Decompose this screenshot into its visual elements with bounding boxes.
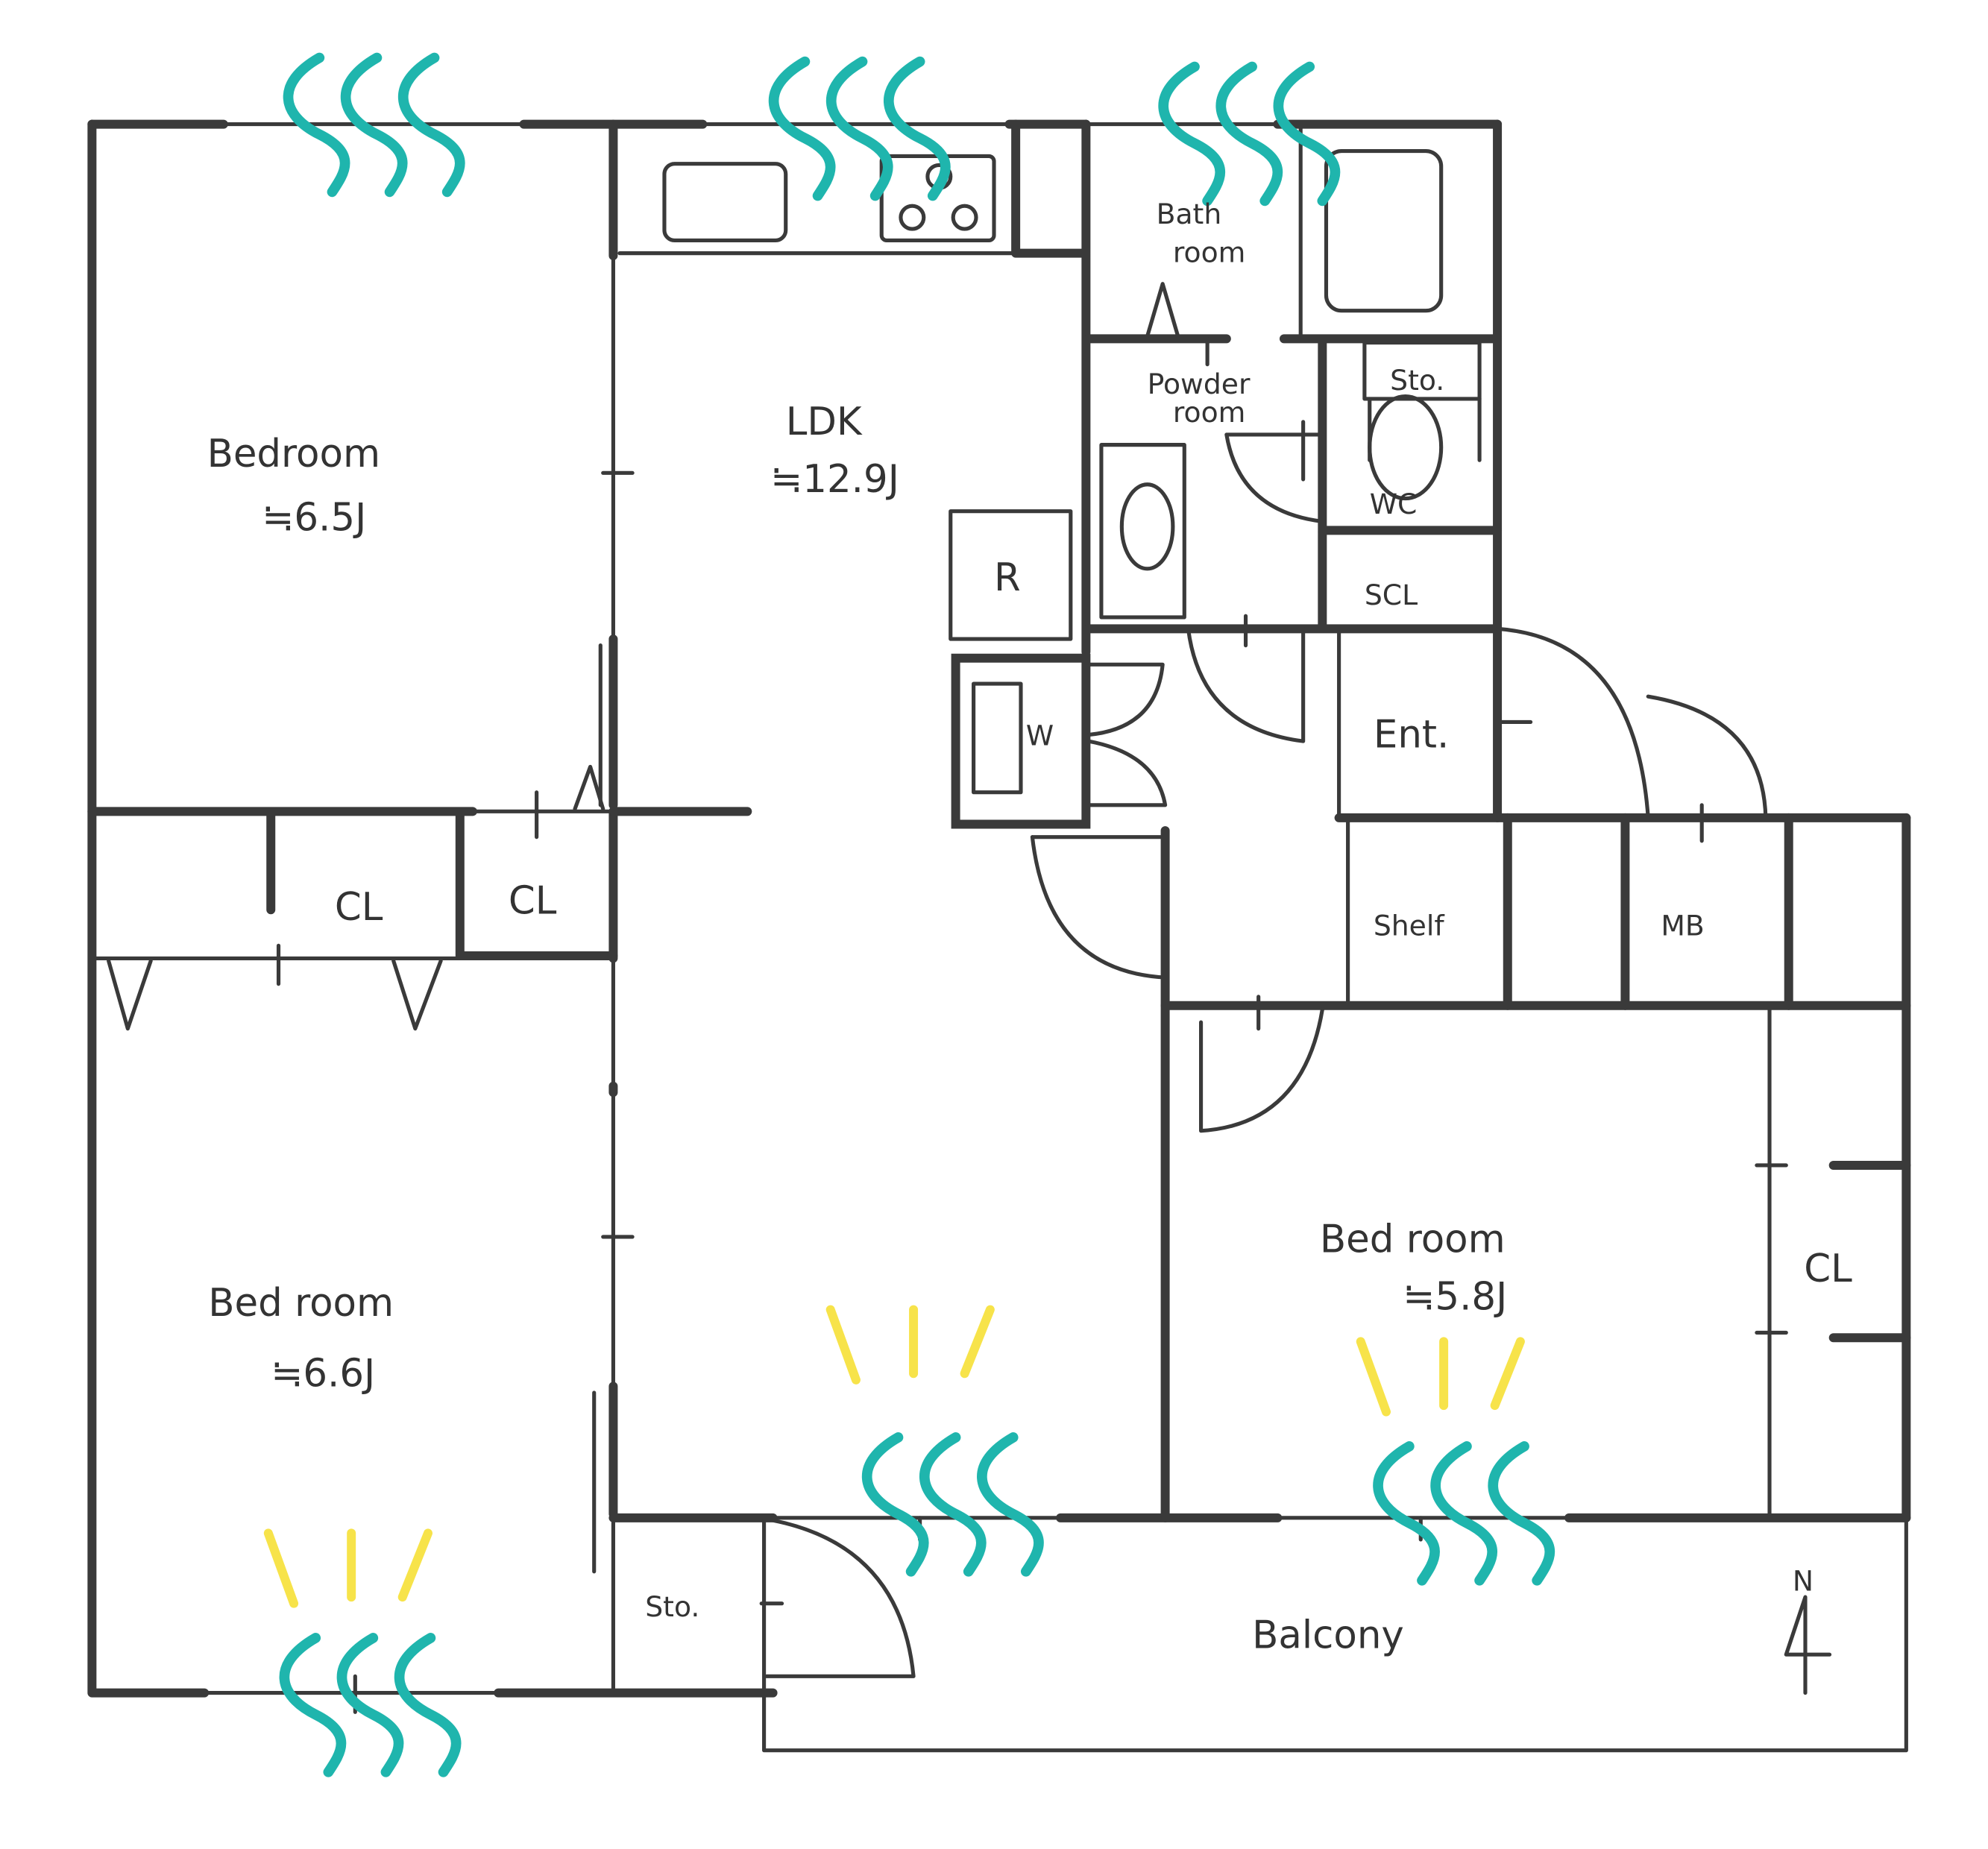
wind-wave-icon xyxy=(825,56,893,201)
bedroom-se-area: ≒5.8J xyxy=(1403,1275,1507,1320)
compass: N xyxy=(1784,1565,1832,1695)
entrance-label: Ent. xyxy=(1374,713,1450,757)
sunlight-ray-icon xyxy=(1490,1337,1525,1411)
walls xyxy=(87,119,1911,1753)
wind-wave-icon xyxy=(884,56,951,201)
toilet xyxy=(1368,394,1444,501)
sunlight-ray-icon xyxy=(960,1305,995,1379)
wc-label: WC xyxy=(1370,488,1418,520)
closet-label-2: CL xyxy=(509,878,557,923)
sunlight-ray-icon xyxy=(397,1528,432,1602)
bedroom-sw-name: Bed room xyxy=(208,1281,394,1326)
wind-wave-icon xyxy=(279,1633,347,1777)
wind-wave-icon xyxy=(1373,1441,1440,1586)
wind-wave-icon xyxy=(1430,1441,1497,1586)
storage-south-label: Sto. xyxy=(645,1590,699,1623)
wind-wave-icon xyxy=(283,52,350,198)
bathtub xyxy=(1324,148,1444,313)
burner-icon xyxy=(899,204,926,231)
north-arrow-icon xyxy=(1784,1595,1832,1695)
bedroom-nw-name: Bedroom xyxy=(207,432,380,476)
room-labels: Bedroom ≒6.5J LDK ≒12.9J Bed room ≒6.6J … xyxy=(207,198,1853,1657)
bedroom-sw-area: ≒6.6J xyxy=(271,1351,375,1396)
wind-wave-icon xyxy=(340,52,408,198)
ldk-name: LDK xyxy=(786,400,863,444)
wc-storage-label: Sto. xyxy=(1390,364,1444,397)
shelf-label: Shelf xyxy=(1374,910,1444,942)
vanity-basin xyxy=(1119,482,1175,571)
bedroom-nw-area: ≒6.5J xyxy=(262,495,366,540)
bedroom-se-name: Bed room xyxy=(1320,1217,1506,1261)
vanity xyxy=(1099,443,1186,620)
washer-label: W xyxy=(1026,719,1054,752)
stove xyxy=(879,154,996,243)
wind-wave-icon xyxy=(1158,61,1225,207)
weather-markers xyxy=(263,52,1555,1777)
wind-wave-icon xyxy=(861,1432,929,1577)
refrigerator-label: R xyxy=(994,555,1021,600)
wind-wave-icon xyxy=(1488,1441,1555,1586)
wind-wave-icon xyxy=(394,1633,462,1777)
burner-icon xyxy=(951,204,978,231)
sunlight-ray-icon xyxy=(1356,1337,1391,1417)
ldk-area: ≒12.9J xyxy=(770,457,899,502)
bath-label-2: room xyxy=(1173,236,1246,269)
washer-box xyxy=(972,681,1023,795)
sunlight-ray-icon xyxy=(825,1305,861,1385)
compass-north-label: N xyxy=(1793,1565,1814,1598)
kitchen-sink xyxy=(662,162,788,243)
closet-label-3: CL xyxy=(1804,1247,1852,1291)
refrigerator-box xyxy=(949,509,1073,641)
wind-wave-icon xyxy=(336,1633,404,1777)
bath-label-1: Bath xyxy=(1157,198,1222,230)
wind-wave-icon xyxy=(977,1432,1044,1577)
powder-label-2: room xyxy=(1173,396,1246,429)
mb-label: MB xyxy=(1661,910,1704,942)
wind-wave-icon xyxy=(919,1432,987,1577)
sunlight-ray-icon xyxy=(263,1528,299,1608)
wind-wave-icon xyxy=(768,56,836,201)
closet-label-1: CL xyxy=(335,885,383,930)
powder-label-1: Powder xyxy=(1148,368,1251,400)
wc-storage-box xyxy=(1362,340,1482,401)
wind-wave-icon xyxy=(1215,61,1283,207)
wind-wave-icon xyxy=(397,52,465,198)
balcony-label: Balcony xyxy=(1252,1613,1404,1658)
wind-wave-icon xyxy=(1273,61,1341,207)
scl-label: SCL xyxy=(1365,579,1418,611)
